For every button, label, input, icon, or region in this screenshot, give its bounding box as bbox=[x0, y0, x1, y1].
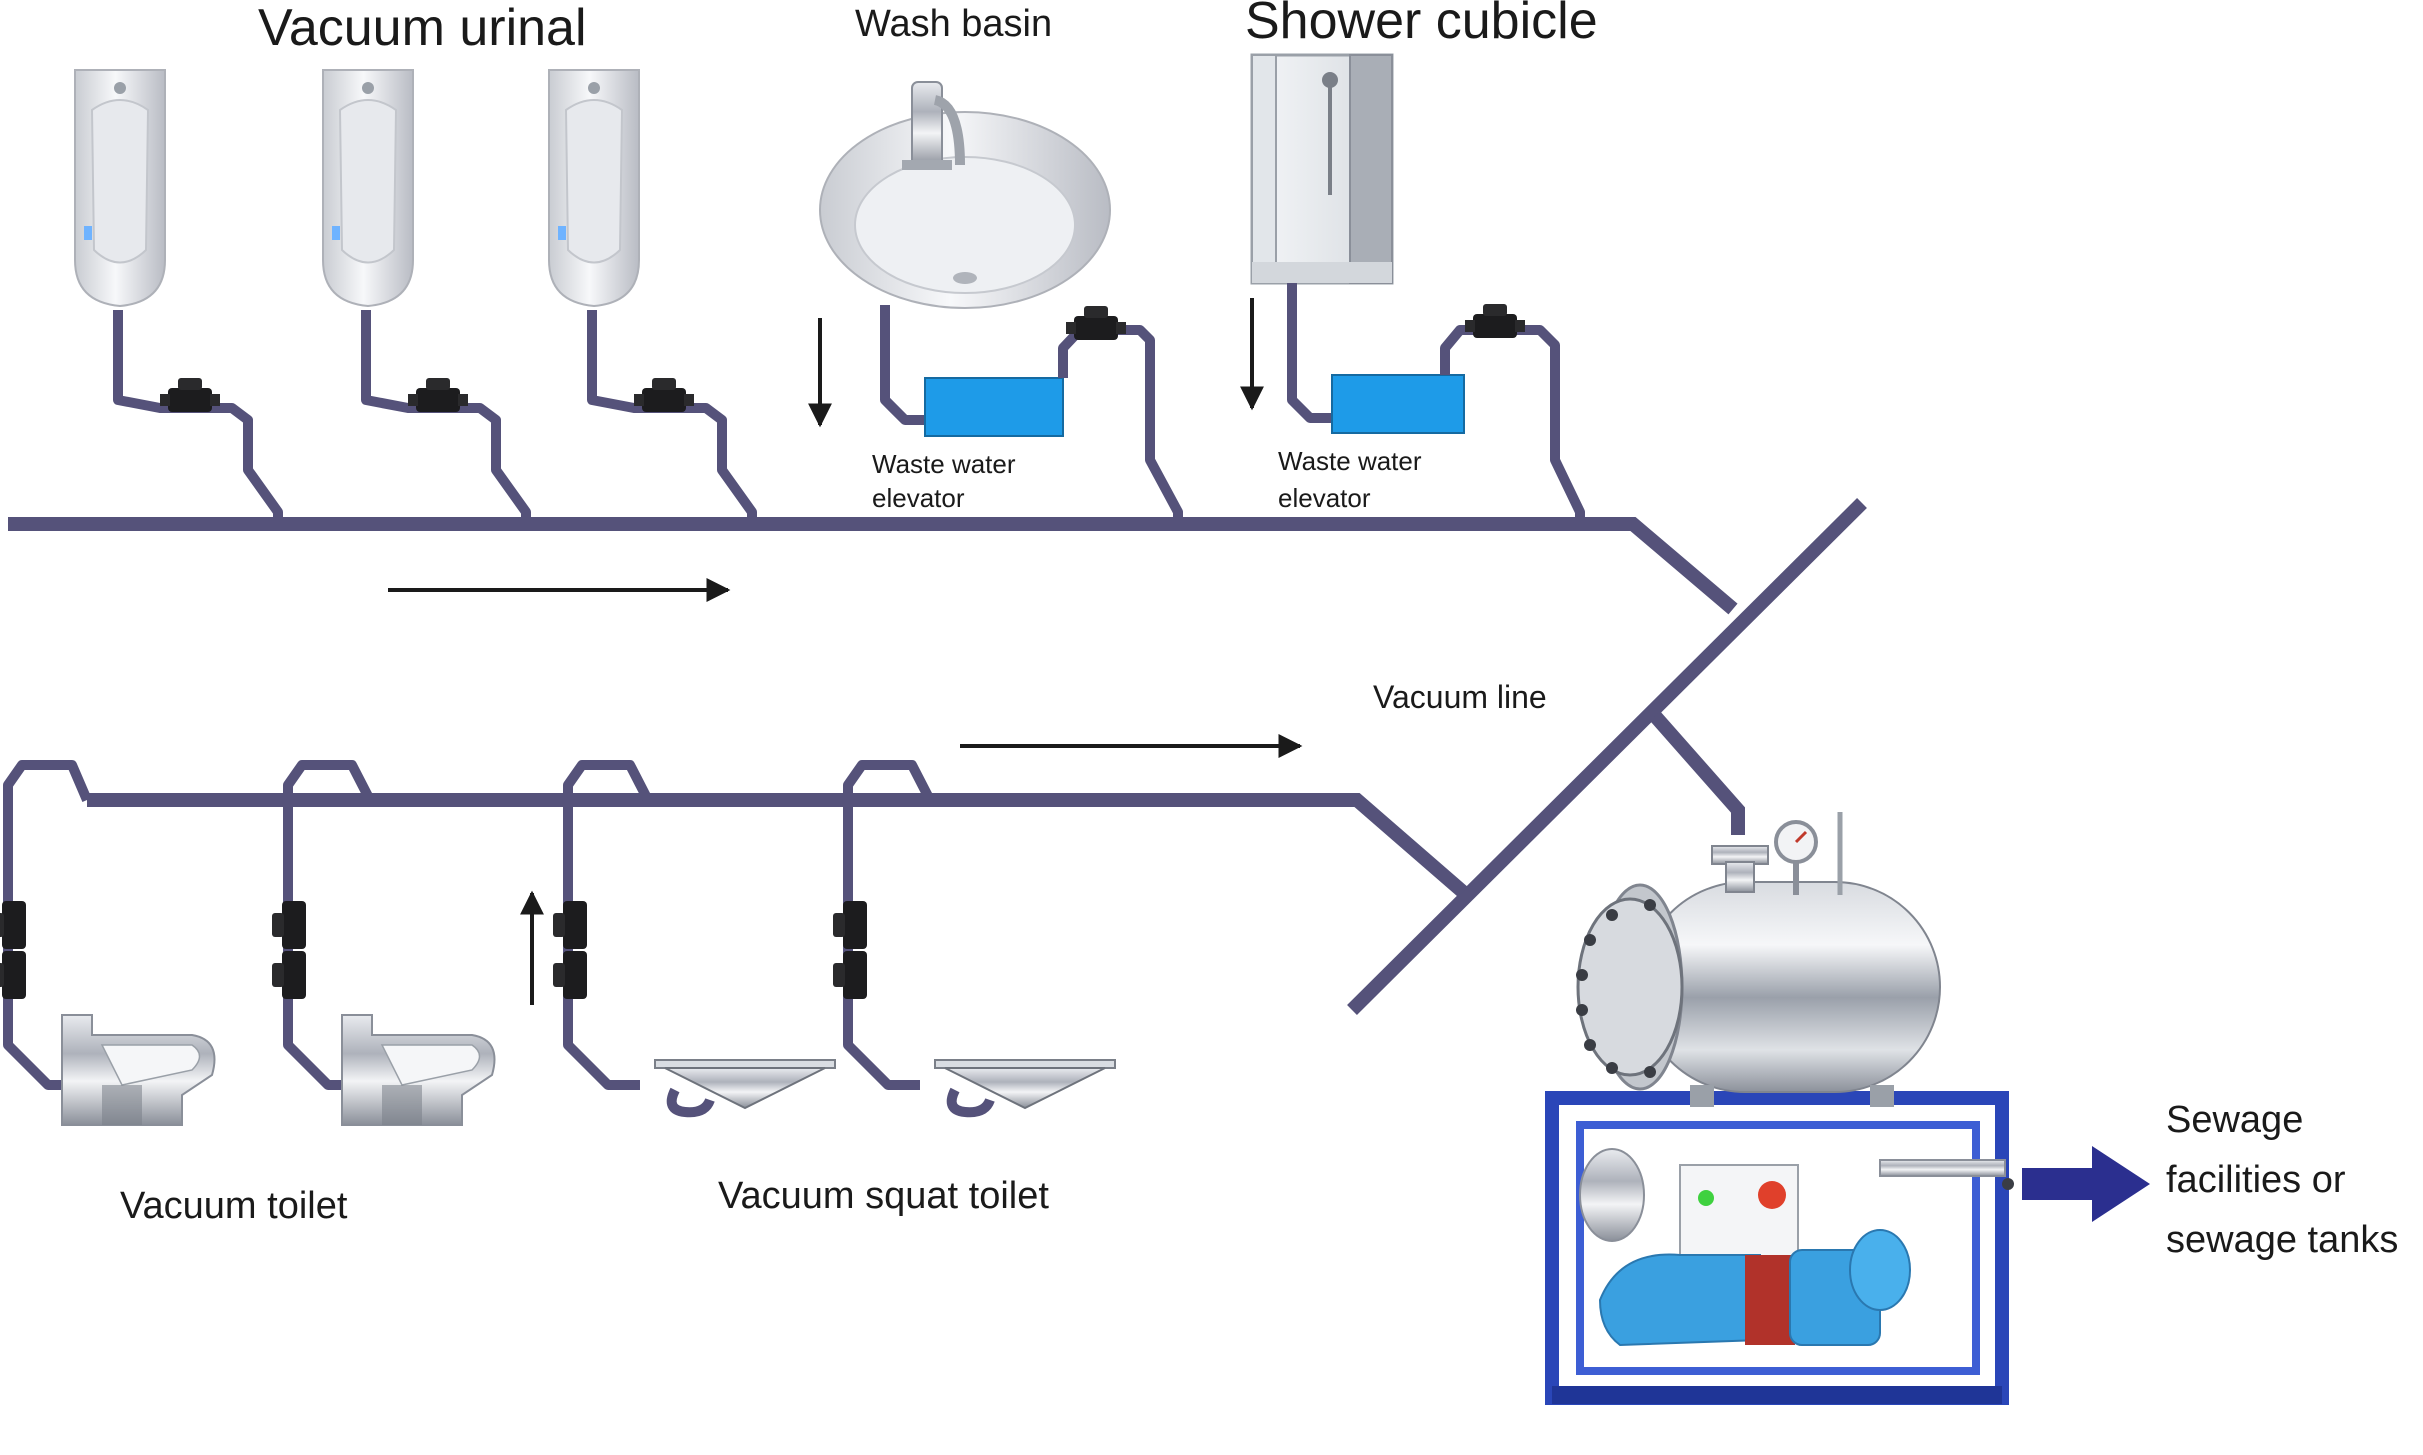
elevator-2-label-line1: Waste water bbox=[1278, 446, 1422, 476]
wash-basin-unit bbox=[808, 81, 1183, 524]
urinal-group bbox=[74, 69, 757, 524]
wash-basin-icon bbox=[819, 81, 1111, 309]
squat-toilet-group bbox=[520, 760, 1115, 1112]
outlet-arrow bbox=[2022, 1146, 2150, 1222]
urinal-branch-pipe bbox=[587, 310, 757, 524]
tank-inlet-pipe bbox=[1649, 711, 1745, 835]
vacuum-valve-icon bbox=[553, 901, 587, 949]
vacuum-valve-icon bbox=[408, 378, 468, 412]
vacuum-squat-toilet-label: Vacuum squat toilet bbox=[718, 1175, 1049, 1217]
vacuum-valve-icon bbox=[634, 378, 694, 412]
urinal-2 bbox=[322, 69, 531, 524]
wash-basin-label: Wash basin bbox=[855, 3, 1052, 45]
vacuum-toilet-label: Vacuum toilet bbox=[120, 1185, 348, 1227]
shower-elevator-pipe bbox=[1440, 325, 1585, 524]
vacuum-station-icon bbox=[1545, 812, 2014, 1405]
waste-water-elevator-2 bbox=[1331, 374, 1465, 434]
vacuum-valve-icon bbox=[553, 951, 587, 999]
elevator-2-label-line2: elevator bbox=[1278, 483, 1371, 513]
urinal-branch-pipe bbox=[113, 310, 283, 524]
vacuum-toilet-icon bbox=[341, 1014, 496, 1126]
squat-toilet-2 bbox=[833, 760, 1115, 1112]
sewage-label-line1: Sewage bbox=[2166, 1099, 2303, 1141]
squat-branch-pipe bbox=[843, 760, 935, 1090]
vacuum-valve-icon bbox=[1066, 306, 1126, 340]
squat-toilet-icon bbox=[655, 1060, 835, 1112]
vacuum-valve-icon bbox=[833, 951, 867, 999]
collector-diagonal-pipe bbox=[1347, 498, 1867, 1015]
vacuum-toilet-1 bbox=[0, 760, 216, 1126]
lower-trunk-pipe bbox=[87, 793, 1468, 898]
vacuum-valve-icon bbox=[0, 951, 26, 999]
urinal-icon bbox=[74, 69, 166, 307]
shower-cubicle-label: Shower cubicle bbox=[1245, 0, 1598, 50]
urinal-3 bbox=[548, 69, 757, 524]
vacuum-urinal-label: Vacuum urinal bbox=[258, 0, 587, 57]
vacuum-valve-icon bbox=[272, 901, 306, 949]
sewage-label-line2: facilities or bbox=[2166, 1159, 2346, 1201]
urinal-1 bbox=[74, 69, 283, 524]
urinal-icon bbox=[322, 69, 414, 307]
squat-toilet-icon bbox=[935, 1060, 1115, 1112]
waste-water-elevator-1 bbox=[924, 377, 1064, 437]
basin-elevator-pipe bbox=[1058, 325, 1183, 524]
toilet-branch-pipe bbox=[3, 760, 92, 1090]
squat-toilet-1 bbox=[553, 760, 835, 1112]
vacuum-valve-icon bbox=[160, 378, 220, 412]
vacuum-valve-icon bbox=[0, 901, 26, 949]
vacuum-valve-icon bbox=[1465, 304, 1525, 338]
sewage-label-line3: sewage tanks bbox=[2166, 1219, 2398, 1261]
elevator-1-label-line2: elevator bbox=[872, 483, 965, 513]
vacuum-toilet-icon bbox=[61, 1014, 216, 1126]
shower-unit bbox=[1240, 53, 1585, 524]
vacuum-pipes bbox=[8, 498, 1867, 1015]
squat-branch-pipe bbox=[563, 760, 653, 1090]
urinal-icon bbox=[548, 69, 640, 307]
basin-drain-pipe bbox=[880, 305, 925, 425]
urinal-branch-pipe bbox=[361, 310, 531, 524]
toilet-branch-pipe bbox=[283, 760, 375, 1090]
vacuum-valve-icon bbox=[833, 901, 867, 949]
vacuum-line-label: Vacuum line bbox=[1373, 679, 1547, 715]
vacuum-valve-icon bbox=[272, 951, 306, 999]
shower-drain-pipe bbox=[1287, 283, 1332, 423]
elevator-1-label-line1: Waste water bbox=[872, 449, 1016, 479]
vacuum-toilet-group bbox=[0, 760, 496, 1126]
upper-trunk-pipe bbox=[8, 517, 1738, 615]
shower-cubicle-icon bbox=[1250, 53, 1394, 285]
vacuum-toilet-2 bbox=[272, 760, 496, 1126]
